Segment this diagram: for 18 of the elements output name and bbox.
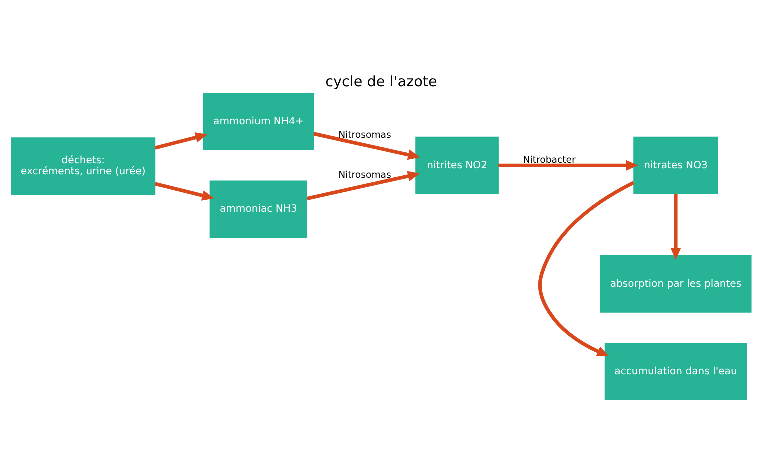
arrow <box>154 132 208 150</box>
node-box: ammoniac NH3 <box>210 180 308 238</box>
node-box: ammonium NH4+ <box>203 93 314 151</box>
node-box: nitrites NO2 <box>416 136 499 194</box>
edge-label: Nitrobacter <box>523 155 576 166</box>
arrow <box>154 182 214 201</box>
edge-label: Nitrosomas <box>338 130 392 141</box>
arrow <box>670 194 682 260</box>
arrow <box>314 132 420 160</box>
arrow <box>498 160 638 171</box>
edge-label: Nitrosomas <box>338 170 392 182</box>
arrow <box>538 181 635 357</box>
diagram-title: cycle de l'azote <box>326 74 438 90</box>
node-box: absorption par les plantes <box>600 255 752 313</box>
node-box: déchets: excréments, urine (urée) <box>11 138 156 196</box>
node-box: nitrates NO3 <box>634 136 718 194</box>
node-box: accumulation dans l'eau <box>604 343 748 400</box>
arrow <box>306 171 420 201</box>
